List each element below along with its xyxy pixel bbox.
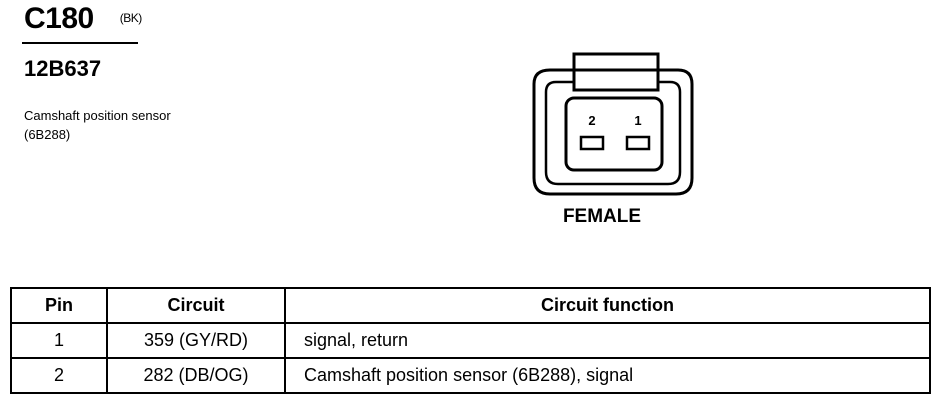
table-row: 1 359 (GY/RD) signal, return: [10, 322, 931, 359]
header-divider: [22, 42, 138, 44]
terminal-cavity: [564, 96, 664, 172]
locking-tab: [572, 52, 660, 92]
connector-outer-housing: [532, 68, 694, 196]
circuit-function-cell: signal, return: [284, 322, 931, 359]
column-header-pin: Pin: [10, 287, 108, 324]
pinout-table: Pin Circuit Circuit function 1 359 (GY/R…: [10, 287, 931, 394]
circuit-function-cell: Camshaft position sensor (6B288), signal: [284, 357, 931, 394]
pin-cell: 2: [10, 357, 108, 394]
table-header-row: Pin Circuit Circuit function: [10, 287, 931, 324]
pin-label-2: 2: [588, 113, 595, 128]
connector-id: C180: [24, 2, 94, 35]
connector-face-diagram: 2 1: [532, 52, 694, 196]
pin-cell: 1: [10, 322, 108, 359]
part-number: 12B637: [24, 56, 102, 81]
connector-gender-label: FEMALE: [562, 206, 642, 227]
connector-inner-housing: [544, 80, 682, 186]
pin-label-1: 1: [634, 113, 641, 128]
connector-header: C180 (BK): [24, 2, 142, 36]
connector-description: Camshaft position sensor (6B288): [24, 108, 171, 142]
column-header-circuit: Circuit: [106, 287, 286, 324]
connector-color-code: (BK): [119, 11, 143, 25]
terminal-pin-2: [579, 135, 605, 151]
column-header-circuit-function: Circuit function: [284, 287, 931, 324]
circuit-cell: 282 (DB/OG): [106, 357, 286, 394]
terminal-pin-1: [625, 135, 651, 151]
table-row: 2 282 (DB/OG) Camshaft position sensor (…: [10, 357, 931, 394]
circuit-cell: 359 (GY/RD): [106, 322, 286, 359]
